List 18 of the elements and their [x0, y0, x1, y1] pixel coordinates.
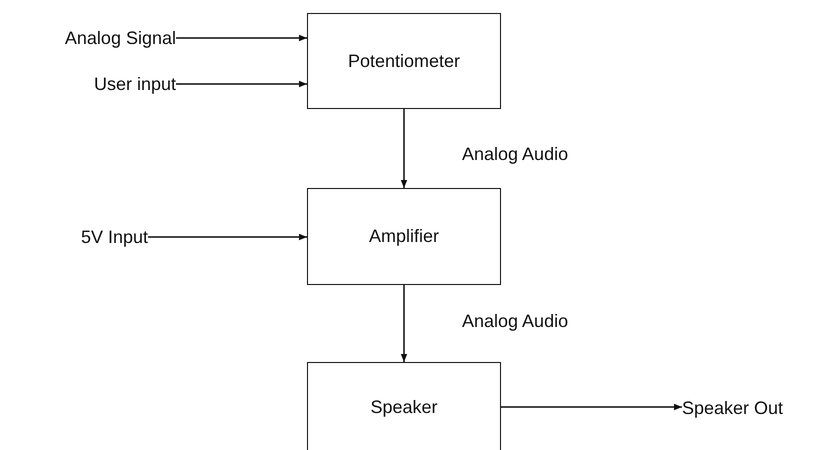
signal-label: 5V Input: [56, 225, 148, 249]
arrow: [176, 80, 307, 88]
arrow: [176, 34, 307, 42]
arrow: [400, 285, 408, 362]
arrow: [400, 109, 408, 188]
box-label: Amplifier: [368, 226, 439, 247]
signal-label: User input: [8, 72, 176, 96]
signal-label: Speaker Out: [682, 396, 818, 420]
arrow: [501, 404, 682, 410]
signal-label: Analog Signal: [8, 26, 176, 50]
edge-label: Analog Audio: [462, 144, 568, 165]
box-label: Potentiometer: [348, 50, 460, 72]
process-box: [307, 188, 501, 285]
process-box: [307, 362, 501, 450]
process-box: [307, 13, 501, 109]
arrow: [148, 234, 307, 240]
edge-label: Analog Audio: [462, 311, 568, 332]
box-label: Speaker: [370, 397, 438, 418]
